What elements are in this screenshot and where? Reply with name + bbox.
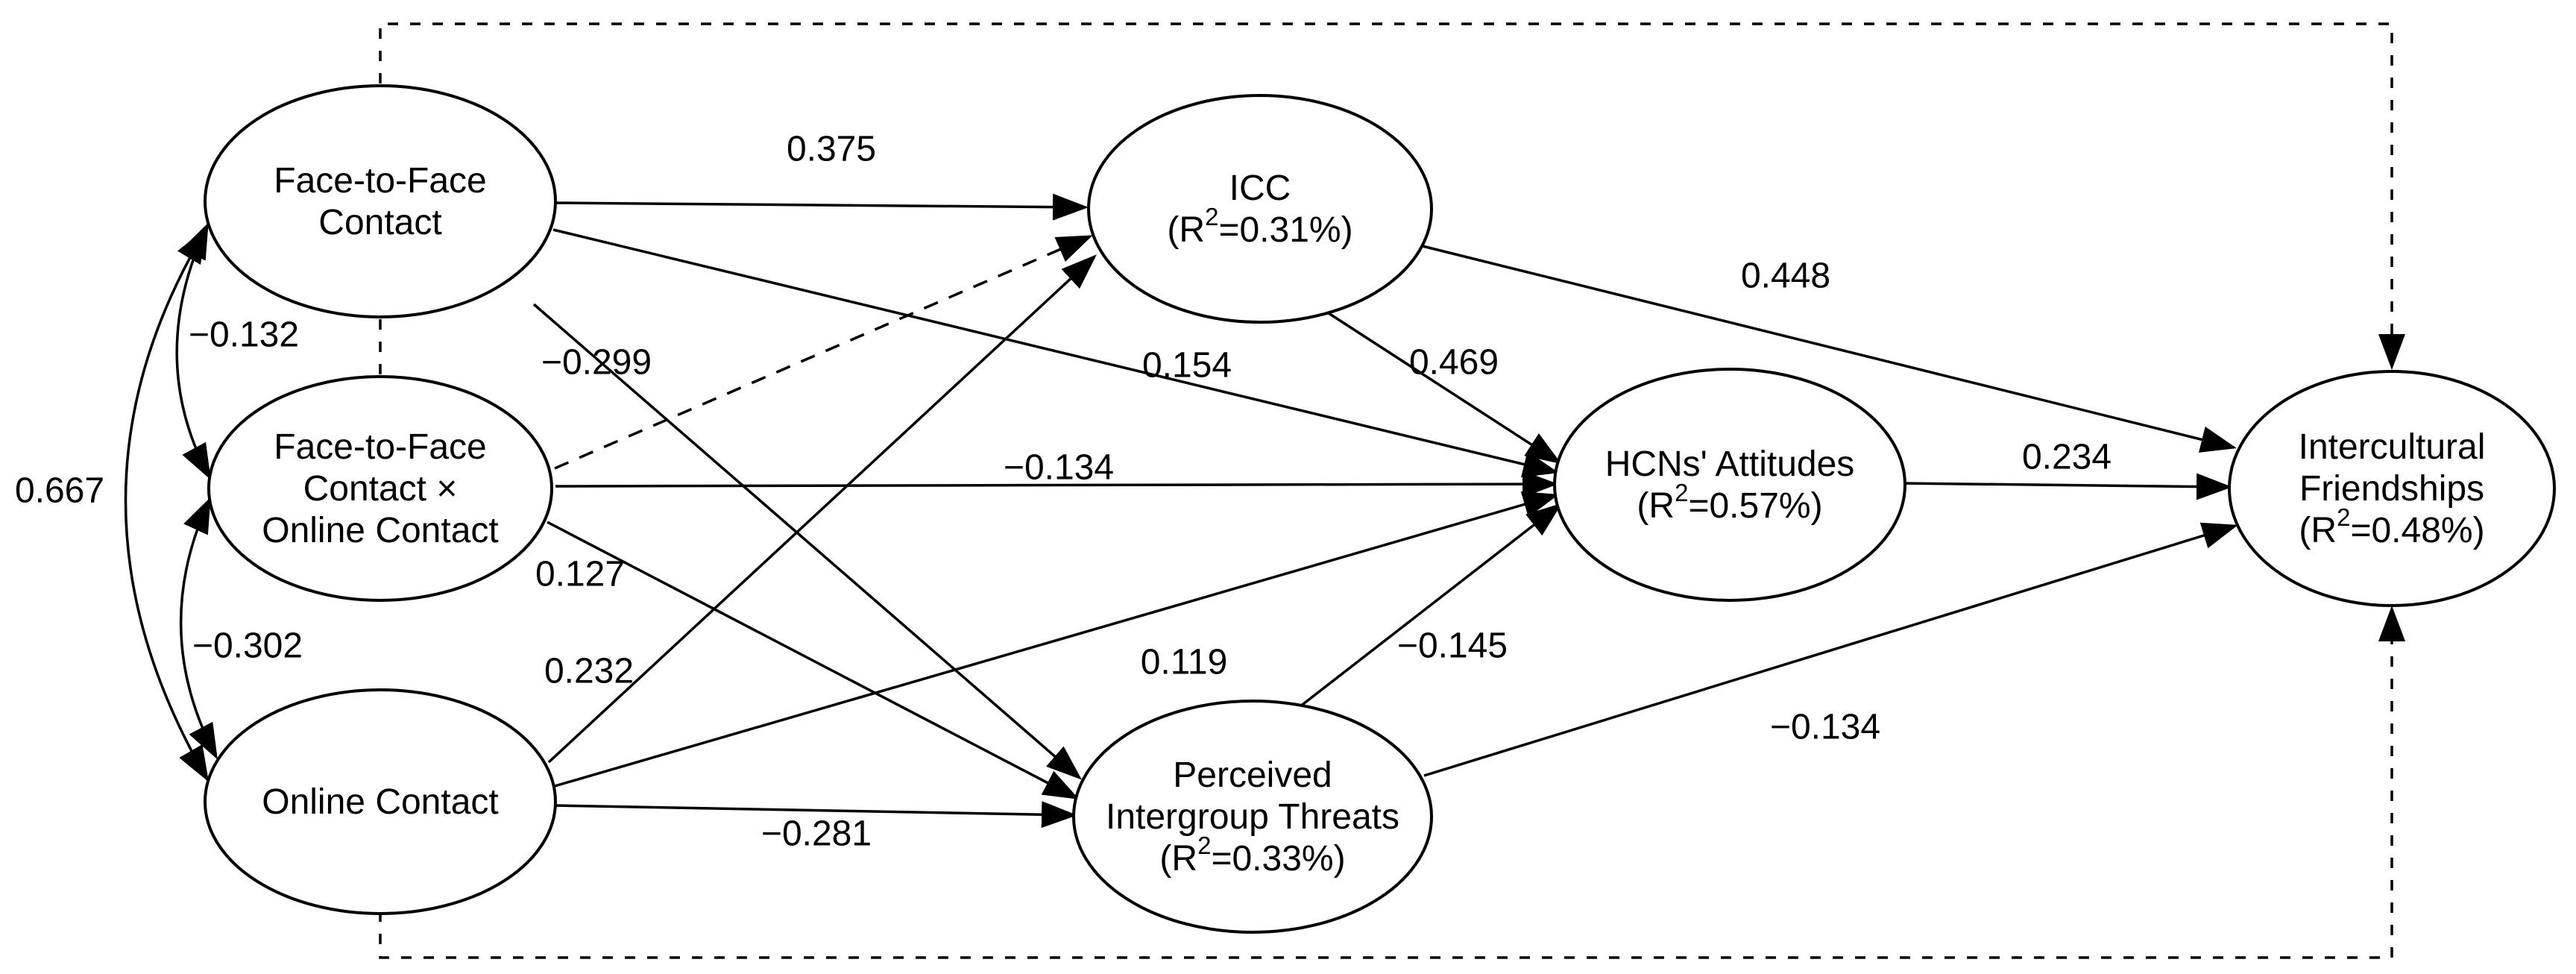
edge-hcn-friendships-coefficient: 0.234 — [2022, 438, 2111, 477]
edge-online-hcn-coefficient: 0.119 — [1141, 643, 1228, 682]
edge-interaction-hcn-coefficient: −0.134 — [1004, 448, 1114, 488]
node-icc-label-line: ICC — [1229, 169, 1291, 208]
node-threats-ellipse — [1072, 700, 1433, 934]
node-online-label-line: Online Contact — [262, 782, 499, 822]
edge-threats-hcn — [1299, 503, 1563, 708]
node-online-label: Online Contact — [262, 782, 499, 822]
node-ftf-label-line: Contact — [318, 203, 441, 242]
edge-threats-friendships — [1423, 522, 2238, 777]
node-hcn-label: HCNs' Attitudes(R2=0.57%) — [1605, 444, 1855, 526]
node-threats-label-line: Perceived — [1173, 755, 1332, 795]
node-threats-label-line: Intergroup Threats — [1106, 797, 1399, 837]
r2-open: (R — [1167, 210, 1205, 250]
r2-value: =0.31%) — [1218, 210, 1352, 250]
node-online: Online Contact — [204, 688, 557, 915]
edge-interaction-threats-coefficient: 0.127 — [535, 555, 625, 594]
node-icc: ICC (R2=0.31%) — [1087, 94, 1433, 324]
r2-superscript: 2 — [1197, 832, 1211, 859]
node-hcn-label-line: HCNs' Attitudes — [1605, 444, 1855, 484]
r2-open: (R — [2299, 511, 2337, 550]
node-friendships-label-line: Intercultural — [2299, 427, 2486, 467]
node-friendships-ellipse — [2228, 370, 2556, 607]
edge-online-threats — [553, 801, 1077, 829]
r2-value: =0.33%) — [1211, 839, 1345, 879]
edge-online-hcn — [554, 491, 1559, 788]
node-ftf-ellipse — [204, 84, 557, 318]
edge-icc-hcn-coefficient: 0.469 — [1409, 343, 1499, 383]
node-icc-ellipse — [1087, 94, 1433, 324]
edge-online-threats-coefficient: −0.281 — [761, 814, 872, 854]
edge-interaction-hcn — [555, 471, 1558, 498]
edge-online-friendships — [379, 606, 2405, 959]
edge-online-icc-coefficient: 0.232 — [544, 652, 634, 691]
edge-interaction-threats — [547, 521, 1080, 799]
edge-ftf-threats — [532, 303, 1083, 780]
node-interaction-label-line: Online Contact — [262, 511, 499, 550]
node-interaction-label-line: Contact × — [303, 469, 458, 509]
node-hcn-ellipse — [1553, 368, 1906, 602]
edge-threats-friendships-coefficient: −0.134 — [1770, 708, 1880, 747]
edge-interaction-friendships — [379, 22, 2405, 374]
r2-value: =0.48%) — [2350, 511, 2484, 550]
node-icc-label: ICC (R2=0.31%) — [1167, 169, 1352, 250]
covariance-interaction-online-coefficient: −0.302 — [192, 626, 303, 666]
covariance-ftf-interaction-coefficient: −0.132 — [189, 315, 299, 355]
edge-ftf-hcn — [552, 228, 1559, 478]
node-ftf-label-line: Face-to-Face — [274, 161, 486, 201]
edge-hcn-friendships — [1903, 473, 2232, 500]
edge-ftf-hcn-coefficient: 0.154 — [1142, 346, 1232, 386]
r2-value: =0.57%) — [1688, 486, 1822, 526]
covariance-ftf-online-coefficient: 0.667 — [15, 471, 104, 511]
edge-threats-hcn-coefficient: −0.145 — [1397, 626, 1508, 666]
r2-open: (R — [1637, 486, 1675, 526]
r2-open: (R — [1159, 839, 1197, 879]
r2-superscript: 2 — [2337, 503, 2350, 531]
edge-ftf-icc — [554, 193, 1089, 221]
node-interaction-ellipse — [207, 375, 553, 602]
edge-ftf-icc-coefficient: 0.375 — [787, 130, 876, 169]
edge-icc-hcn — [1328, 312, 1562, 465]
r2-superscript: 2 — [1675, 479, 1688, 506]
labels-layer: 0.375 0.154 −0.299 −0.134 0.127 0.232 0.119 −0.… — [15, 130, 2111, 854]
edge-online-icc — [547, 254, 1097, 764]
node-friendships-label-line: Friendships — [2299, 469, 2484, 509]
node-online-ellipse — [204, 688, 557, 915]
edge-ftf-threats-coefficient: −0.299 — [541, 343, 652, 383]
r2-superscript: 2 — [1205, 203, 1218, 230]
covariance-ftf-online — [124, 227, 210, 782]
node-interaction-label-line: Face-to-Face — [274, 427, 486, 467]
edge-interaction-icc — [554, 235, 1093, 470]
node-hcn: HCNs' Attitudes(R2=0.57%) — [1553, 368, 1906, 602]
edge-icc-friendships-coefficient: 0.448 — [1741, 257, 1830, 296]
edge-icc-friendships — [1422, 245, 2237, 453]
edges-layer — [124, 22, 2405, 959]
